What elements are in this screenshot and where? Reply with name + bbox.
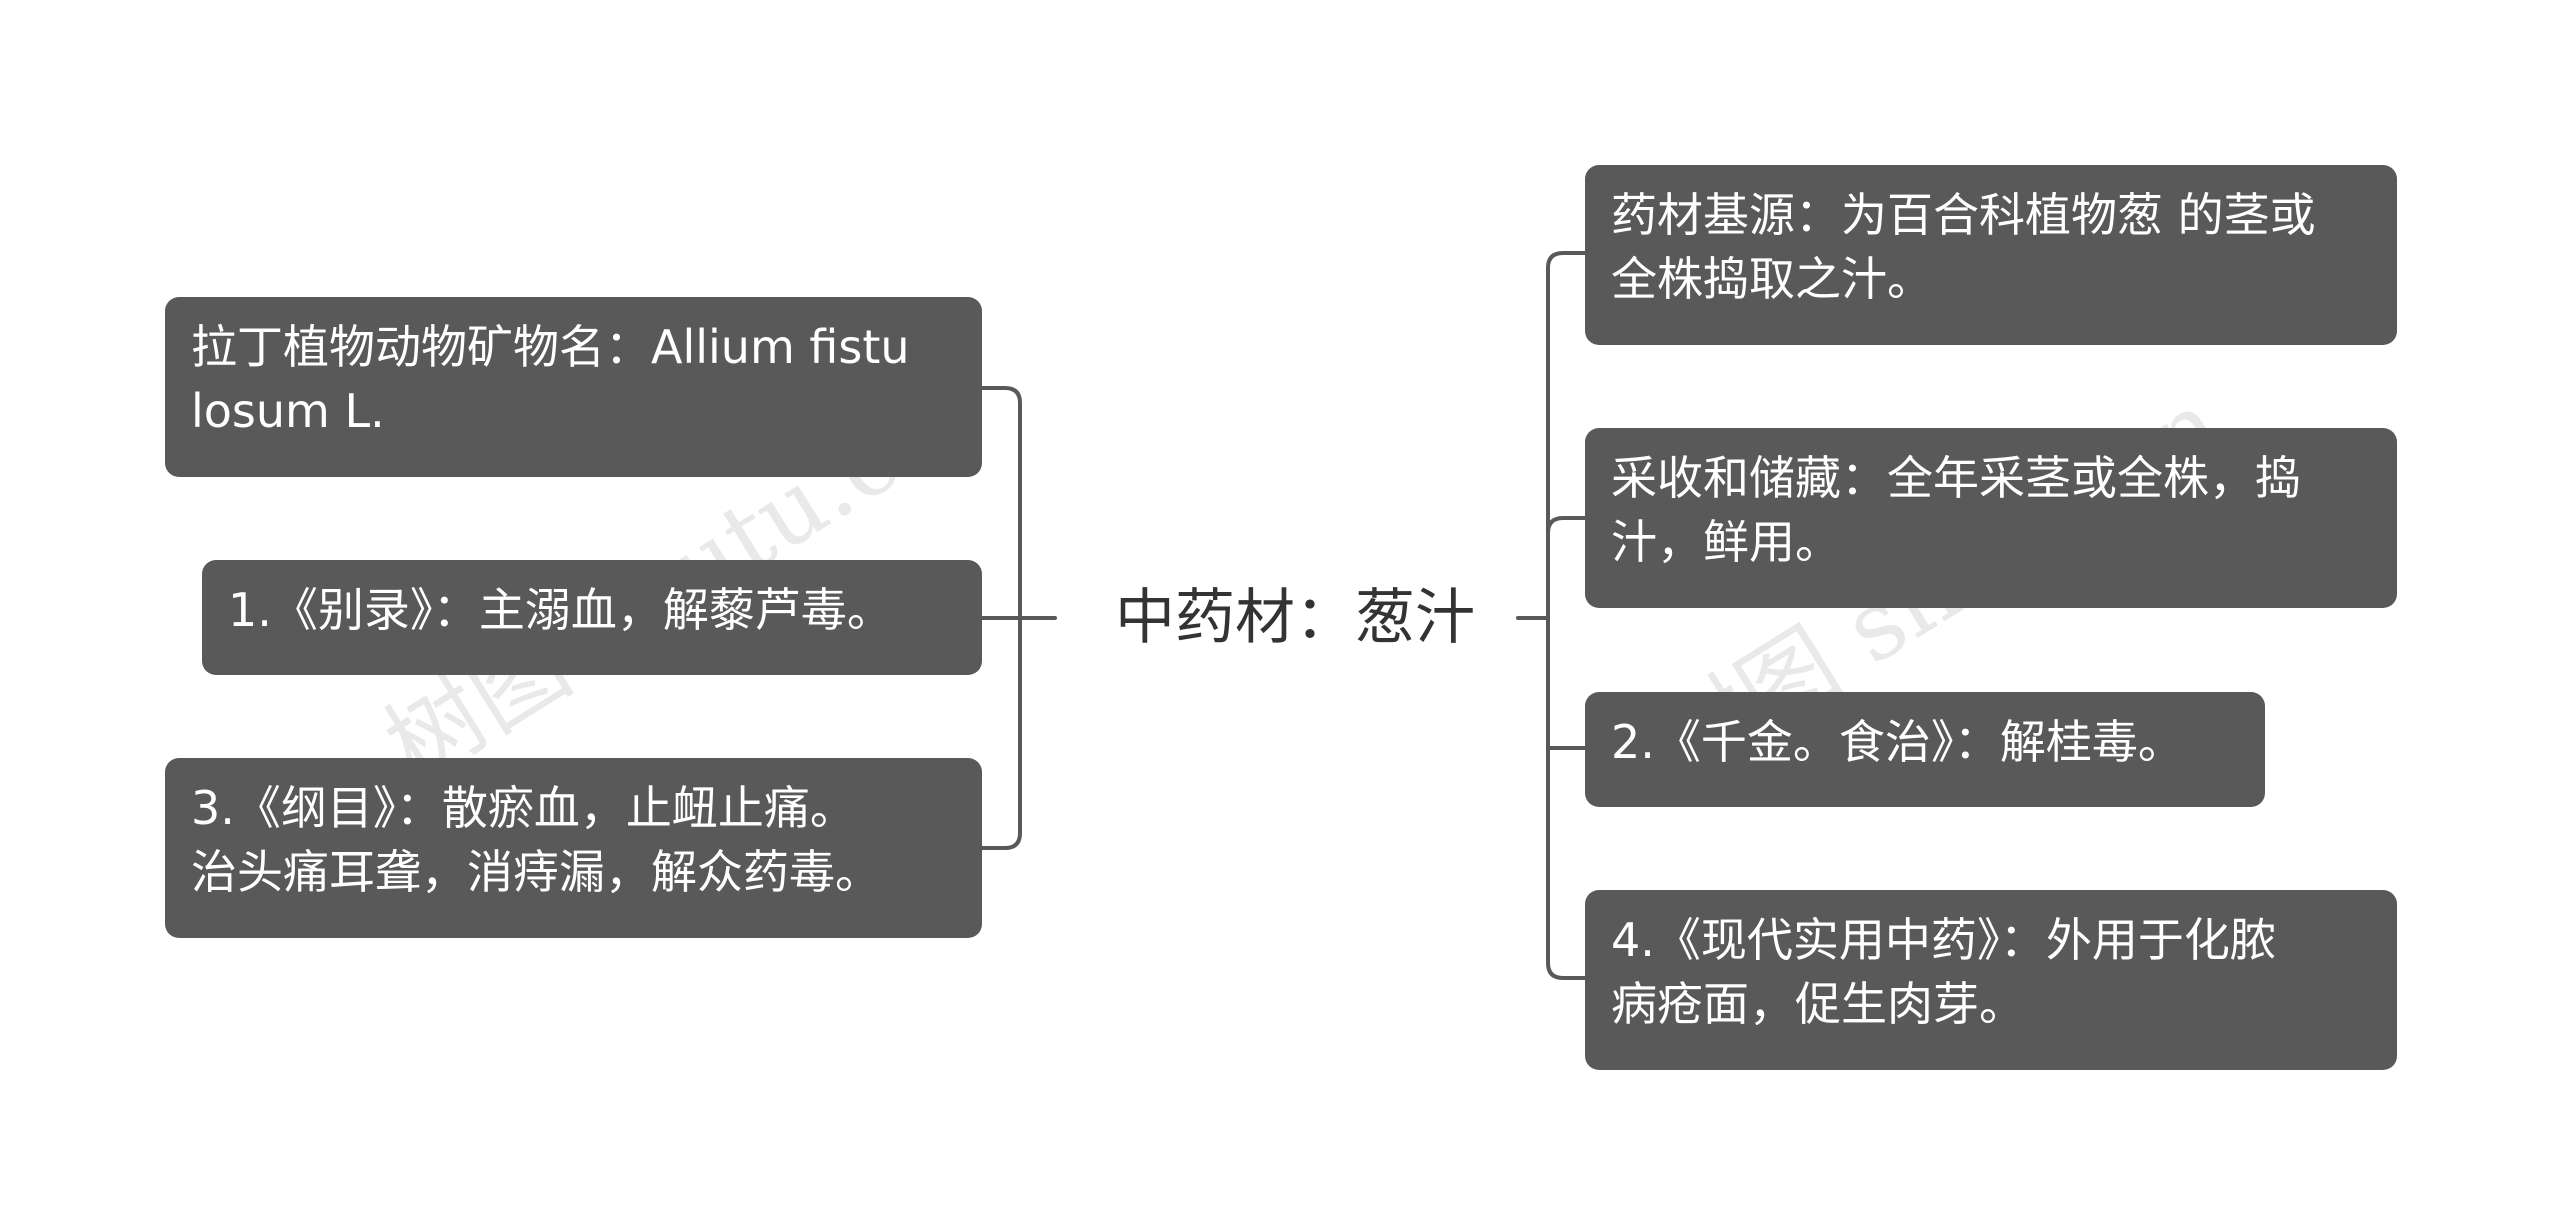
right-node-qianjin: 2.《千金。食治》：解桂毒。 xyxy=(1585,692,2265,807)
connector-right-1 xyxy=(1546,516,1587,620)
connector-left-0 xyxy=(980,386,1022,620)
left-node-bielu: 1.《别录》：主溺血，解藜芦毒。 xyxy=(202,560,982,675)
right-node-modern-tcm: 4.《现代实用中药》：外用于化脓 病疮面，促生肉芽。 xyxy=(1585,890,2397,1070)
connector-right-3 xyxy=(1546,616,1587,980)
connector-right-0 xyxy=(1546,251,1587,620)
right-node-harvest-storage: 采收和储藏：全年采茎或全株，捣 汁，鲜用。 xyxy=(1585,428,2397,608)
left-node-gangmu: 3.《纲目》：散瘀血，止衄止痛。 治头痛耳聋，消痔漏，解众药毒。 xyxy=(165,758,982,938)
right-node-source: 药材基源：为百合科植物葱 的茎或 全株捣取之汁。 xyxy=(1585,165,2397,345)
connector-left-2 xyxy=(980,616,1022,850)
root-node: 中药材：葱汁 xyxy=(1115,583,1475,653)
connector-right-2 xyxy=(1546,616,1587,750)
left-node-latin-name: 拉丁植物动物矿物名：Allium fistu losum L. xyxy=(165,297,982,477)
